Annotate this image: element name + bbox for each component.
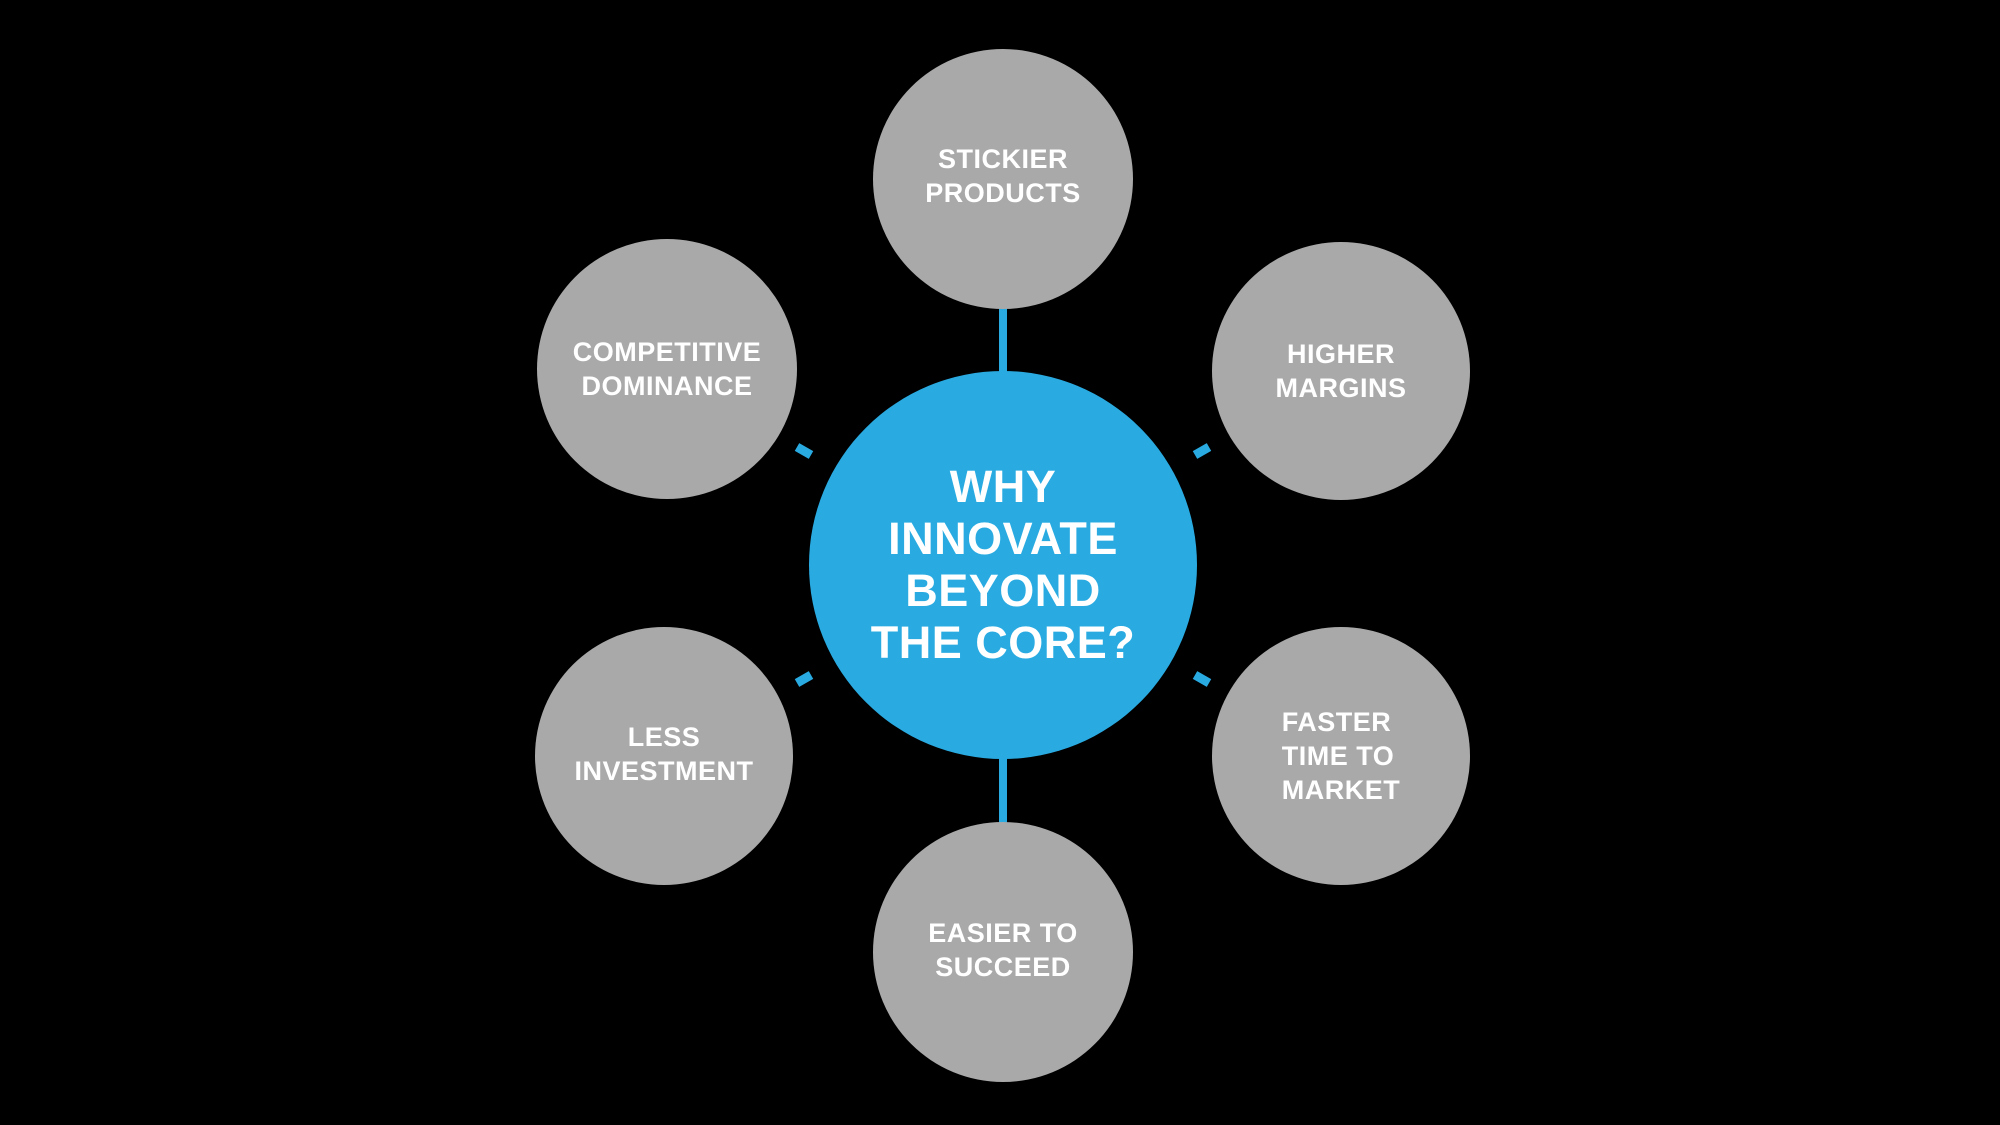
connector-dash-upper-right xyxy=(1192,443,1212,459)
label-line: MARGINS xyxy=(1275,373,1407,403)
hub-label-line: WHY xyxy=(949,461,1057,512)
label-line: PRODUCTS xyxy=(925,178,1081,208)
satellite-label-less-investment: LESS INVESTMENT xyxy=(574,720,753,788)
label-line: LESS xyxy=(627,722,701,752)
satellite-circle-higher-margins xyxy=(1212,242,1470,500)
satellite-circle-competitive-dominance xyxy=(537,239,797,499)
hub-label-line: THE CORE? xyxy=(870,617,1136,668)
connector-dash-lower-right xyxy=(1192,671,1212,687)
hub-label: WHY INNOVATE BEYOND THE CORE? xyxy=(871,461,1136,669)
label-line: FASTER xyxy=(1281,707,1392,737)
satellite-label-easier-to-succeed: EASIER TO SUCCEED xyxy=(928,916,1078,984)
label-line: HIGHER xyxy=(1286,339,1395,369)
satellite-label-competitive-dominance: COMPETITIVE DOMINANCE xyxy=(573,335,762,403)
satellite-label-higher-margins: HIGHER MARGINS xyxy=(1276,337,1407,405)
satellite-circle-easier-to-succeed xyxy=(873,822,1133,1082)
label-line: DOMINANCE xyxy=(581,371,753,401)
label-line: COMPETITIVE xyxy=(572,337,762,367)
hub-circle xyxy=(809,371,1197,759)
connector-dash-lower-left xyxy=(794,671,814,687)
label-line: SUCCEED xyxy=(935,952,1071,982)
satellite-circle-faster-time-to-market xyxy=(1212,627,1470,885)
label-line: INVESTMENT xyxy=(574,756,754,786)
label-line: TIME TO xyxy=(1281,741,1395,771)
label-line: EASIER TO xyxy=(928,918,1078,948)
satellite-circle-stickier-products xyxy=(873,49,1133,309)
satellite-label-stickier-products: STICKIER PRODUCTS xyxy=(925,142,1081,210)
satellite-circle-less-investment xyxy=(535,627,793,885)
hub-label-line: BEYOND xyxy=(905,565,1101,616)
label-line: MARKET xyxy=(1281,775,1401,805)
connector-dash-upper-left xyxy=(794,443,814,459)
label-line: STICKIER xyxy=(937,144,1069,174)
hub-label-line: INNOVATE xyxy=(888,513,1118,564)
satellite-label-faster-time-to-market: FASTER TIME TO MARKET xyxy=(1282,705,1401,807)
